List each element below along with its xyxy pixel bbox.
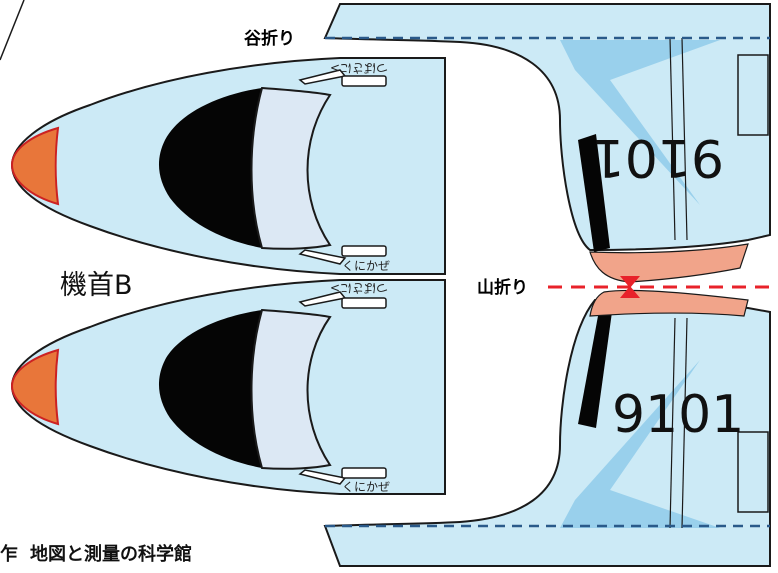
- body-upper-black-band: [578, 134, 610, 252]
- nose-upper-wiper-bottom: [298, 249, 347, 265]
- body-lower-door-line: [669, 317, 676, 529]
- nose-lower-windshield: [158, 310, 262, 468]
- body-lower-black-band: [578, 312, 612, 428]
- body-lower-stripe: [560, 360, 720, 528]
- body-upper-door-line: [669, 37, 676, 241]
- nose-upper-kana-top: つばさに>: [330, 61, 388, 75]
- nose-upper-plate-top: [341, 75, 387, 87]
- nose-upper: つばさに> くにかぜ: [10, 57, 446, 275]
- nose-upper-plate-bottom: [341, 245, 387, 257]
- body-upper-stripe: [560, 40, 720, 205]
- car-number-upper: 9101: [592, 127, 724, 187]
- nose-upper-tip: [10, 126, 60, 206]
- car-number-lower: 9101: [612, 385, 744, 445]
- nose-upper-kana-bottom: くにかぜ: [342, 259, 390, 273]
- body-upper: 9101: [323, 3, 771, 283]
- body-upper-outline: [323, 3, 771, 252]
- nose-lower-plate-bottom: [341, 467, 387, 479]
- footer-mark: 乍: [0, 543, 18, 565]
- nose-upper-windshield: [158, 88, 262, 248]
- body-upper-window-right: [737, 54, 769, 136]
- mountain-fold-marker: [620, 276, 640, 288]
- nose-lower-plate-top: [341, 297, 387, 309]
- nose-b-label: 機首B: [60, 270, 133, 301]
- footer-organization: 地図と測量の科学館: [30, 543, 192, 565]
- nose-upper-side-window: [250, 86, 332, 250]
- body-upper-salmon: [589, 243, 749, 283]
- body-lower-door-line-2: [681, 317, 688, 529]
- nose-lower: つばさに> くにかぜ: [10, 279, 446, 495]
- body-upper-door-line-2: [681, 37, 688, 241]
- nose-lower-kana-top: つばさに>: [330, 281, 388, 295]
- mountain-fold-marker-2: [620, 286, 640, 298]
- nose-lower-tip: [10, 348, 60, 426]
- body-lower-window-right: [737, 431, 769, 513]
- mountain-fold-label: 山折り: [477, 277, 528, 298]
- nose-lower-side-window: [250, 308, 332, 470]
- nose-lower-kana-bottom: くにかぜ: [342, 480, 390, 494]
- valley-fold-label: 谷折り: [244, 28, 295, 49]
- corner-border-fragment: [0, 0, 25, 61]
- body-lower-salmon: [589, 289, 749, 317]
